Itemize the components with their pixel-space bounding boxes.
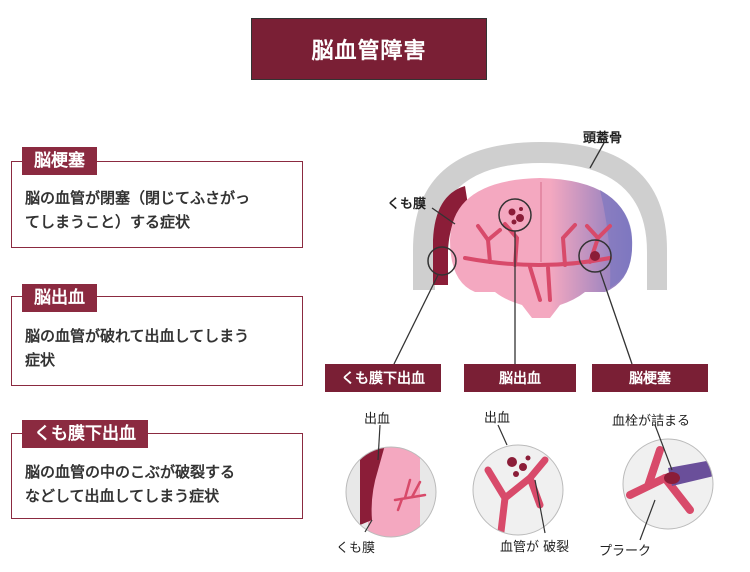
inf-clot-label: 血栓が詰まる (612, 414, 691, 429)
definition-text-sah: 脳の血管の中のこぶが破裂する などして出血してしまう症状 (25, 460, 235, 508)
definition-label-sah: くも膜下出血 (22, 420, 148, 448)
detail-sah (346, 447, 436, 537)
definition-line: 脳の血管の中のこぶが破裂する (25, 463, 236, 481)
sah-bleed-label: 出血 (364, 412, 391, 427)
definition-text-infarction: 脳の血管が閉塞（閉じてふさがっ てしまうこと）する症状 (25, 186, 250, 234)
definition-line: 脳の血管が破れて出血してしまう (25, 327, 250, 345)
category-label-inf: 脳梗塞 (592, 364, 708, 392)
category-label-sah: くも膜下出血 (325, 364, 441, 392)
callout-circle-sah (427, 246, 457, 276)
page-title: 脳血管障害 (251, 18, 487, 80)
inf-plaque-label: プラーク (599, 544, 652, 559)
clot-spot (590, 251, 600, 261)
hemorrhage-spot (508, 207, 524, 225)
detail-ich (473, 445, 563, 535)
detail-inf (623, 439, 713, 529)
infarct-area (600, 190, 633, 288)
definition-label-hemorrhage: 脳出血 (22, 284, 97, 312)
skull-label: 頭蓋骨 (583, 131, 623, 146)
definition-line: 脳の血管が閉塞（閉じてふさがっ (25, 189, 251, 207)
ich-rupture-label: 血管が 破裂 (500, 540, 570, 555)
definition-box-infarction (11, 161, 303, 248)
connector-lines (393, 142, 633, 365)
callout-circle-inf (578, 239, 612, 273)
definition-line: などして出血してしまう症状 (25, 487, 220, 505)
category-label-ich: 脳出血 (464, 364, 576, 392)
definition-text-hemorrhage: 脳の血管が破れて出血してしまう 症状 (25, 324, 249, 372)
definition-label-infarction: 脳梗塞 (22, 147, 97, 175)
definition-line: てしまうこと）する症状 (25, 213, 191, 231)
sah-arachnoid-label: くも膜 (336, 541, 376, 556)
ich-bleed-label: 出血 (484, 411, 511, 426)
arachnoid-label: くも膜 (387, 197, 427, 212)
definition-line: 症状 (25, 351, 56, 369)
